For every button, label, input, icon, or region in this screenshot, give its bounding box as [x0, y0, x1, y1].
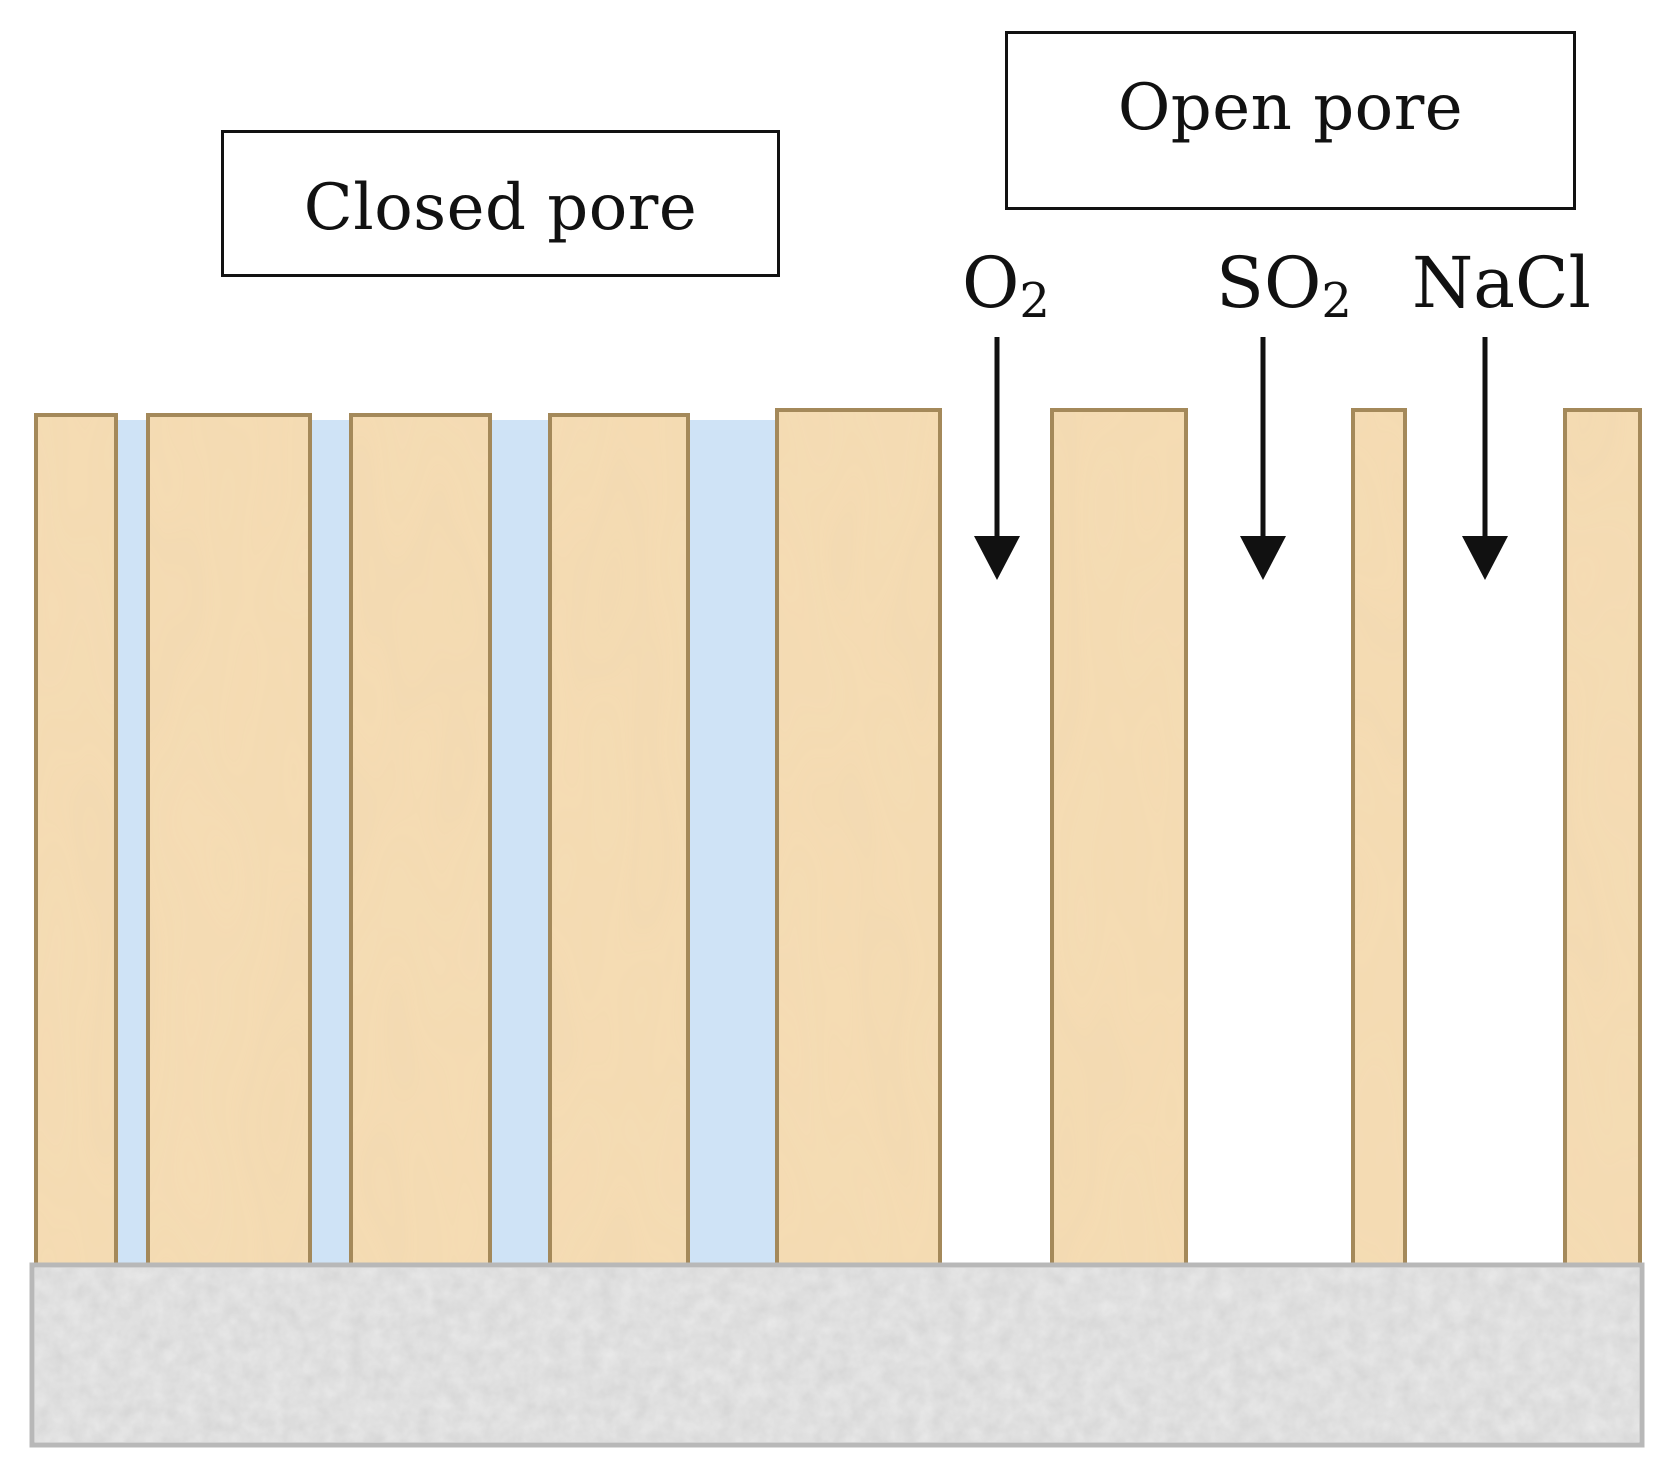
coating-column: [34, 413, 118, 1270]
down-arrow-icon: [974, 337, 1020, 580]
open-pore-label-text: Open pore: [1117, 70, 1464, 145]
arrow-head: [1240, 536, 1286, 580]
coating-column-grain: [1054, 412, 1184, 1266]
coating-columns-group: [34, 408, 1642, 1270]
coating-column-grain: [353, 417, 488, 1266]
coating-column: [548, 413, 690, 1270]
arrow-head: [1462, 536, 1508, 580]
coating-column-grain: [1567, 412, 1638, 1266]
coating-column-grain: [38, 417, 114, 1266]
coating-column-grain: [1355, 412, 1403, 1266]
species-so2-label: SO2: [1216, 248, 1352, 325]
coating-column: [775, 408, 942, 1270]
species-so2-subscript: 2: [1321, 273, 1352, 329]
down-arrow-icon: [1240, 337, 1286, 580]
coating-column-grain: [779, 412, 938, 1266]
species-nacl-base: NaCl: [1412, 242, 1591, 324]
down-arrow-icon: [1462, 337, 1508, 580]
substrate-texture: [35, 1268, 1639, 1442]
coating-column: [1050, 408, 1188, 1270]
closed-pore-label: Closed pore: [221, 130, 780, 277]
substrate: [29, 1262, 1645, 1448]
coating-column: [1563, 408, 1642, 1270]
closed-pore-label-text: Closed pore: [303, 170, 698, 245]
coating-column: [146, 413, 312, 1270]
species-nacl-label: NaCl: [1412, 248, 1591, 318]
open-pore-label: Open pore: [1005, 31, 1576, 210]
coating-column-grain: [150, 417, 308, 1266]
coating-column: [1351, 408, 1407, 1270]
arrow-head: [974, 536, 1020, 580]
coating-column: [349, 413, 492, 1270]
species-so2-base: SO: [1216, 242, 1322, 324]
species-o2-base: O: [962, 242, 1020, 324]
diffusion-arrows-group: [974, 337, 1508, 580]
species-o2-subscript: 2: [1019, 273, 1050, 329]
coating-column-grain: [552, 417, 686, 1266]
species-o2-label: O2: [962, 248, 1050, 325]
